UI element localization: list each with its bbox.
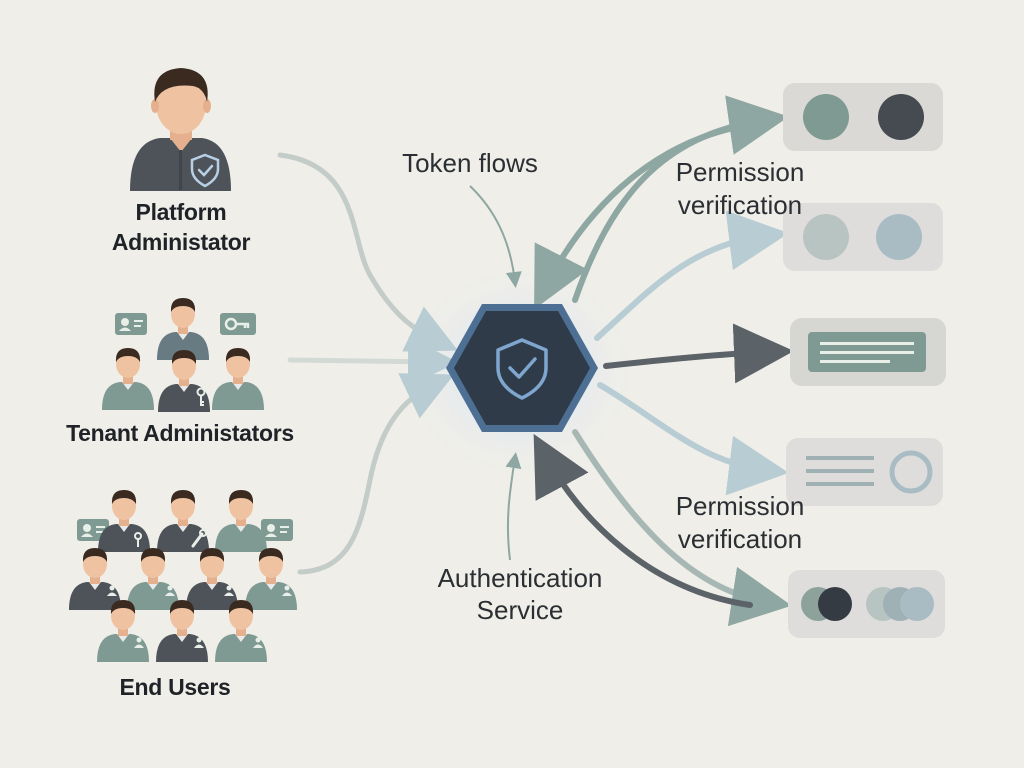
permission-top-line2: verification — [677, 190, 803, 220]
permission-verification-label-bottom: Permission verification — [660, 490, 820, 556]
avatar-badge-icon — [107, 585, 292, 648]
platform-admin-figure — [130, 68, 231, 191]
wrench-icon — [191, 529, 207, 548]
arrow-resource-1-to-hub — [534, 122, 751, 310]
token-flows-label: Token flows — [402, 148, 538, 178]
id-card-icon — [115, 313, 147, 335]
arrow-tenant-to-hub — [287, 336, 458, 387]
authentication-service-label: Authentication Service — [410, 562, 630, 626]
end-users-label: End Users — [119, 674, 231, 700]
arrow-users-to-hub — [297, 373, 455, 575]
shield-check-icon — [496, 338, 548, 400]
arrow-token-flows — [469, 185, 522, 288]
resource-panel-4 — [786, 438, 943, 506]
auth-service-line2: Service — [476, 595, 564, 625]
tenant-admins-group — [102, 298, 264, 412]
arrow-hub-to-resource-3 — [603, 323, 794, 384]
arrow-auth-service — [505, 452, 522, 561]
platform-admin-label-line1: Platform — [135, 199, 227, 225]
resource-panel-3 — [790, 318, 946, 386]
end-users-group — [69, 490, 297, 662]
platform-admin-label-line2: Administator — [111, 229, 251, 255]
permission-verification-label-top: Permission verification — [660, 156, 820, 222]
arrow-platform-to-hub — [277, 152, 459, 352]
arrow-hub-to-resource-4 — [597, 382, 789, 496]
key-icon — [134, 532, 142, 547]
resource-panel-1 — [783, 83, 943, 151]
authentication-hub — [446, 304, 598, 432]
arrow-hub-to-resource-2 — [594, 210, 789, 341]
permission-top-line1: Permission — [675, 157, 805, 187]
resource-panel-5 — [788, 570, 945, 638]
platform-admin-label: Platform Administator — [90, 197, 272, 257]
arrow-resource-5-to-hub — [533, 433, 753, 608]
auth-service-line1: Authentication — [437, 563, 603, 593]
permission-bottom-line1: Permission — [675, 491, 805, 521]
key-icon — [196, 387, 206, 406]
id-card-icon — [261, 519, 293, 541]
tenant-admins-label: Tenant Administators — [66, 420, 294, 446]
shield-check-icon — [190, 153, 220, 188]
resource-panel-2 — [783, 203, 943, 271]
key-icon — [218, 311, 258, 337]
arrow-hub-to-resource-5 — [572, 429, 792, 627]
permission-bottom-line2: verification — [677, 524, 803, 554]
